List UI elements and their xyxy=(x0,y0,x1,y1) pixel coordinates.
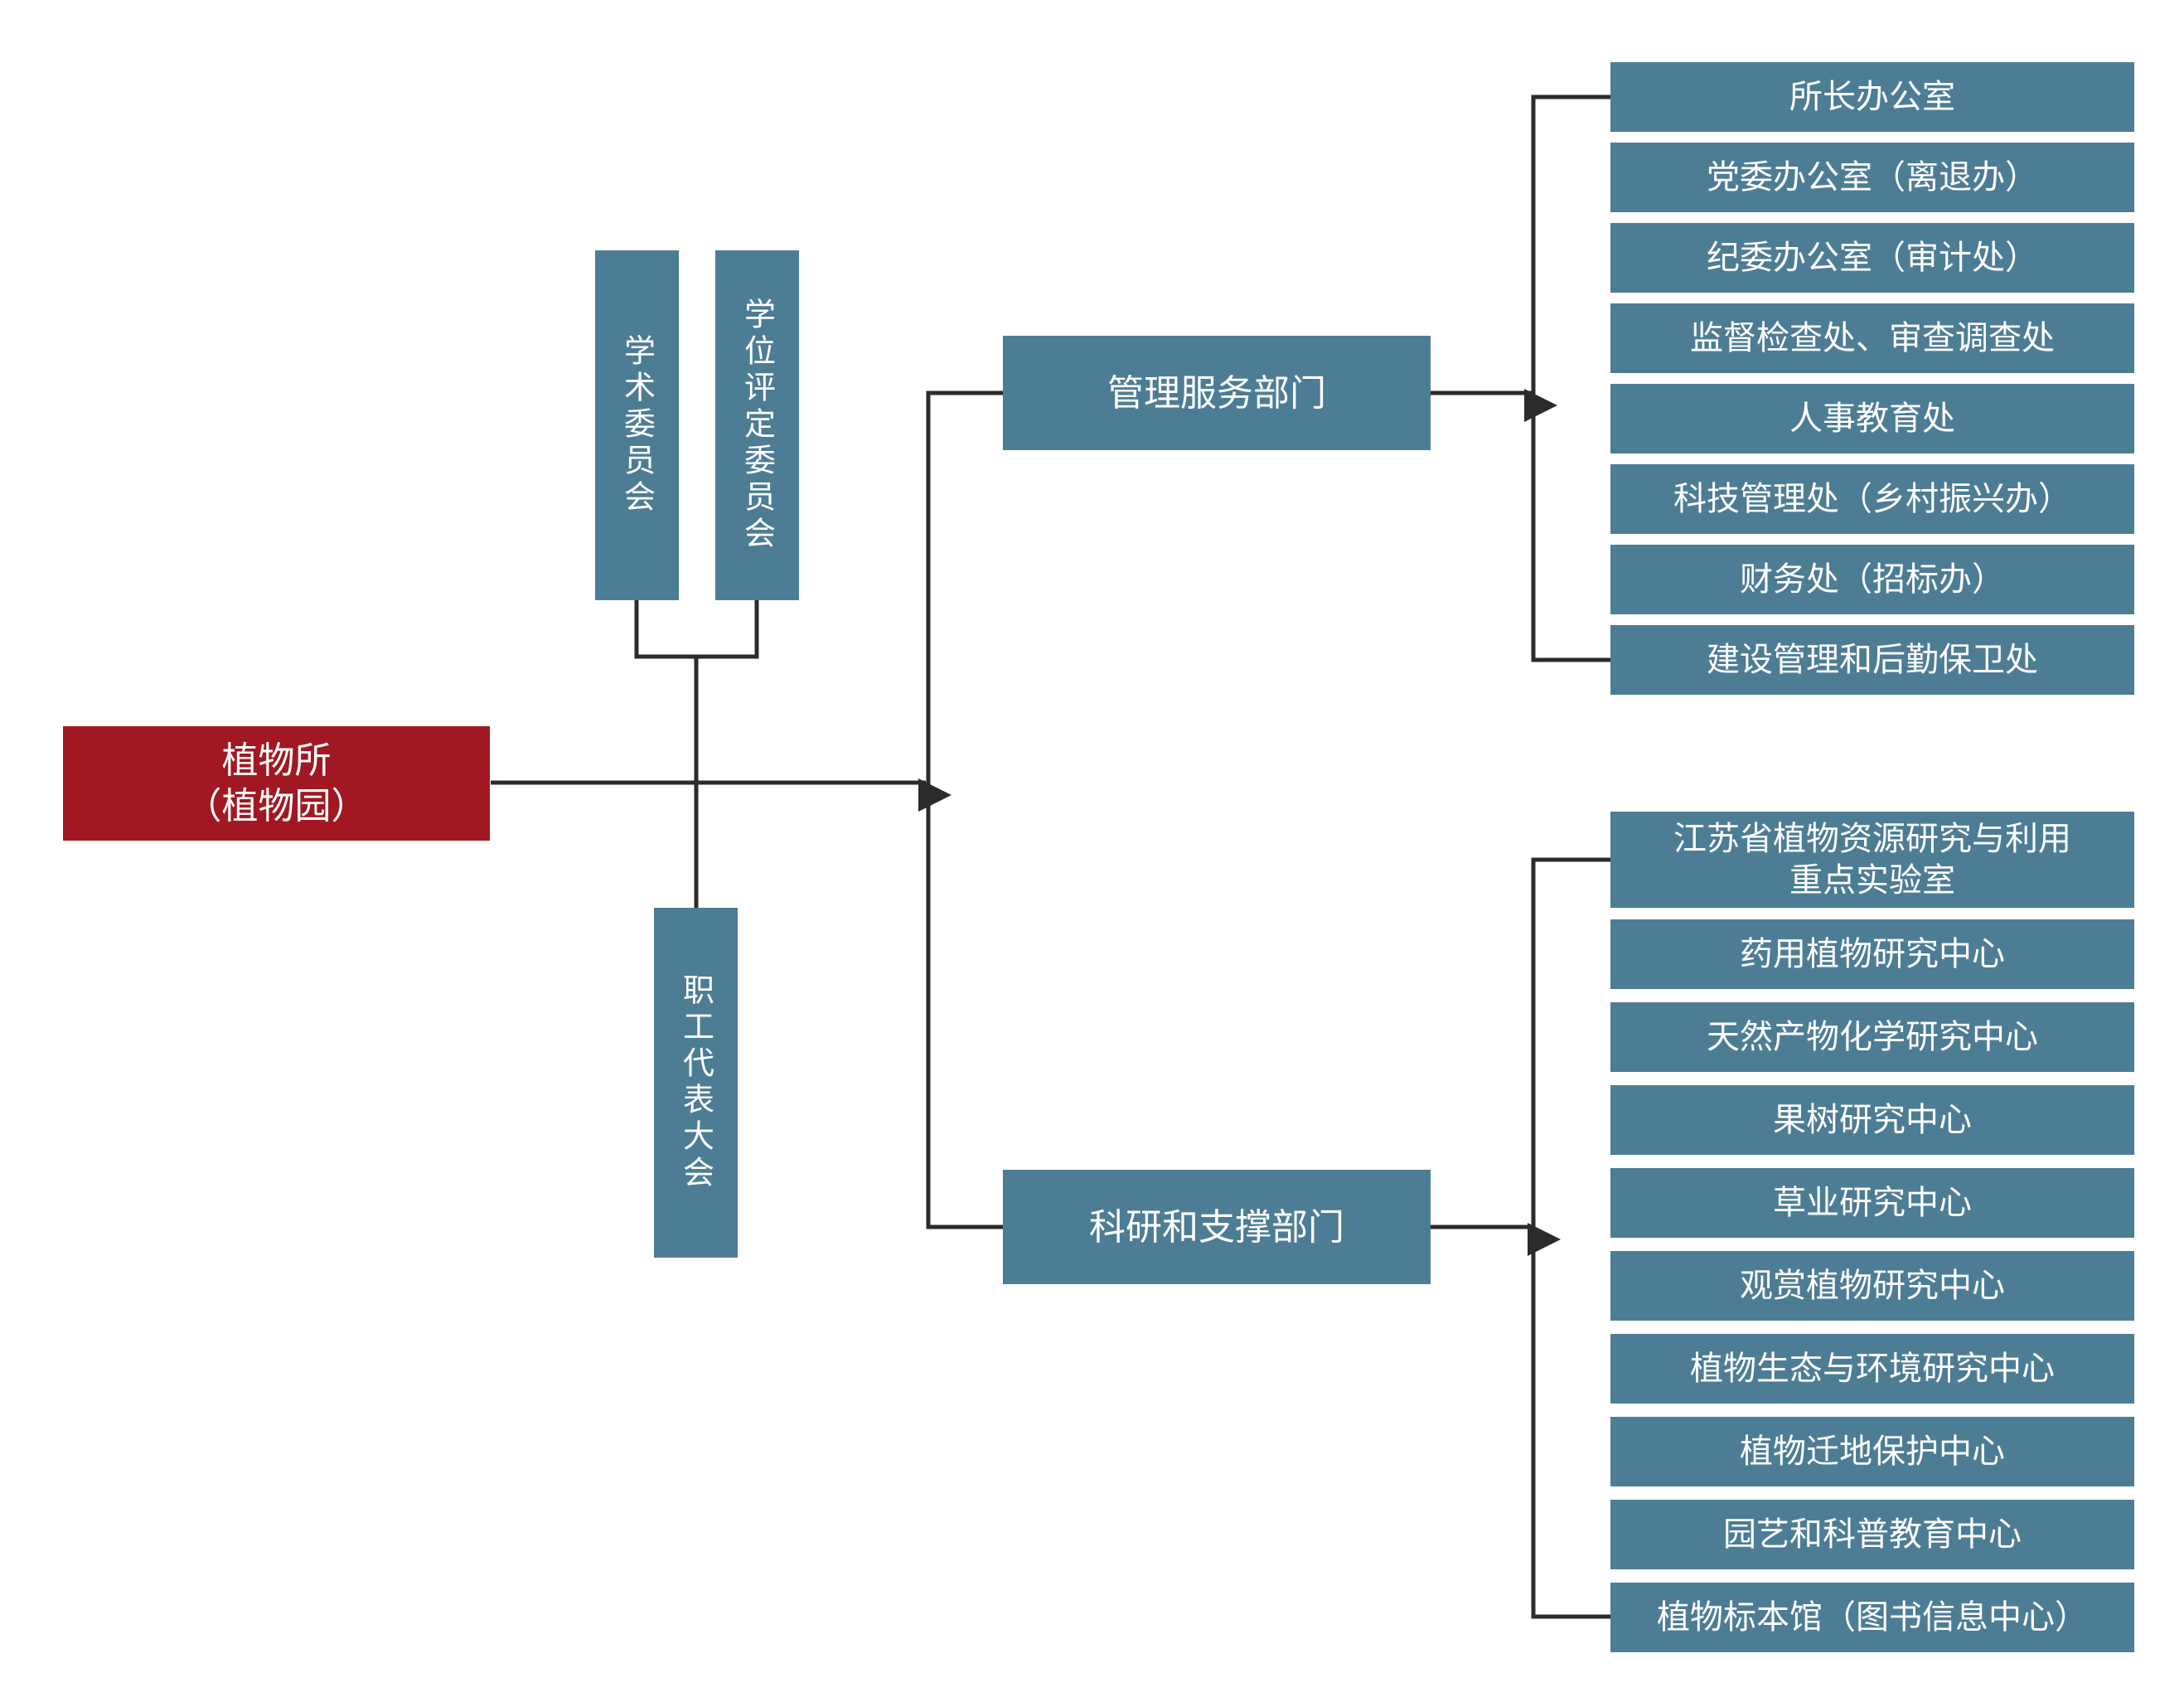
management-item-label: 党委办公室（离退办） xyxy=(1707,158,2038,196)
research-item-label: 草业研究中心 xyxy=(1773,1184,1972,1222)
management-item-label: 所长办公室 xyxy=(1789,78,1955,116)
management-item-label: 财务处（招标办） xyxy=(1740,560,2005,599)
committee-academic[interactable]: 学术委员会 xyxy=(595,250,679,600)
staff-congress-label: 职工代表大会 xyxy=(677,973,714,1192)
root-node[interactable]: 植物所 （植物园） xyxy=(63,726,490,841)
management-item[interactable]: 人事教育处 xyxy=(1610,384,2134,453)
management-item[interactable]: 所长办公室 xyxy=(1610,62,2134,132)
management-item-label: 科技管理处（乡村振兴办） xyxy=(1673,480,2071,518)
management-item-label: 监督检查处、审查调查处 xyxy=(1690,319,2055,357)
trunk-to-management xyxy=(926,390,1003,1229)
management-item-label: 纪委办公室（审计处） xyxy=(1707,239,2038,277)
branch-research-label: 科研和支撑部门 xyxy=(1089,1205,1344,1249)
management-item-label: 建设管理和后勤保卫处 xyxy=(1707,641,2038,679)
research-item[interactable]: 天然产物化学研究中心 xyxy=(1610,1002,2134,1072)
research-item[interactable]: 草业研究中心 xyxy=(1610,1168,2134,1238)
research-item[interactable]: 园艺和科普教育中心 xyxy=(1610,1500,2134,1569)
research-item-label: 植物标本馆（图书信息中心） xyxy=(1657,1598,2088,1637)
committee-academic-label: 学术委员会 xyxy=(618,334,656,516)
staff-congress[interactable]: 职工代表大会 xyxy=(654,908,738,1258)
research-item-label: 植物生态与环境研究中心 xyxy=(1690,1350,2055,1388)
research-item-label: 药用植物研究中心 xyxy=(1740,935,2005,973)
research-bracket xyxy=(1531,857,1610,1619)
committees-bracket xyxy=(634,600,759,659)
committee-degree-label: 学位评定委员会 xyxy=(738,298,776,553)
research-item[interactable]: 果树研究中心 xyxy=(1610,1085,2134,1155)
branch-management-label: 管理服务部门 xyxy=(1107,371,1326,415)
research-item[interactable]: 药用植物研究中心 xyxy=(1610,919,2134,989)
committee-degree[interactable]: 学位评定委员会 xyxy=(715,250,799,600)
branch-research[interactable]: 科研和支撑部门 xyxy=(1003,1170,1431,1284)
research-item-label: 园艺和科普教育中心 xyxy=(1723,1515,2022,1554)
research-item-label: 果树研究中心 xyxy=(1773,1101,1972,1139)
research-item[interactable]: 江苏省植物资源研究与利用 重点实验室 xyxy=(1610,812,2134,908)
research-item[interactable]: 植物生态与环境研究中心 xyxy=(1610,1334,2134,1404)
research-item-label: 天然产物化学研究中心 xyxy=(1707,1018,2038,1056)
research-item-label: 观赏植物研究中心 xyxy=(1740,1267,2005,1305)
management-bracket xyxy=(1531,95,1610,662)
research-item-label: 江苏省植物资源研究与利用 重点实验室 xyxy=(1673,820,2071,899)
research-item-label: 植物迁地保护中心 xyxy=(1740,1433,2005,1471)
research-item[interactable]: 植物迁地保护中心 xyxy=(1610,1417,2134,1486)
root-label: 植物所 （植物园） xyxy=(185,739,368,827)
branch-management[interactable]: 管理服务部门 xyxy=(1003,336,1431,450)
management-item[interactable]: 纪委办公室（审计处） xyxy=(1610,223,2134,293)
research-item[interactable]: 植物标本馆（图书信息中心） xyxy=(1610,1583,2134,1652)
management-item[interactable]: 建设管理和后勤保卫处 xyxy=(1610,625,2134,695)
research-item[interactable]: 观赏植物研究中心 xyxy=(1610,1251,2134,1321)
management-item[interactable]: 监督检查处、审查调查处 xyxy=(1610,303,2134,373)
management-item[interactable]: 党委办公室（离退办） xyxy=(1610,143,2134,212)
management-item[interactable]: 财务处（招标办） xyxy=(1610,545,2134,614)
management-item-label: 人事教育处 xyxy=(1789,400,1955,438)
management-item[interactable]: 科技管理处（乡村振兴办） xyxy=(1610,464,2134,534)
